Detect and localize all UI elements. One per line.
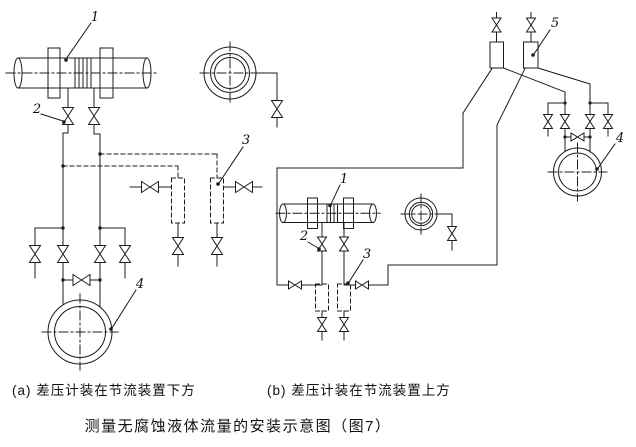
collector-vent-valve-icon <box>526 17 536 33</box>
shutoff-valve-icon <box>560 114 570 129</box>
condenser-pots-b <box>276 280 389 341</box>
callout-orifice-a: 1 <box>64 10 99 62</box>
callout-orifice-b: 1 <box>328 172 348 208</box>
callout-collector-b-label: 5 <box>551 16 559 31</box>
caption-a: (a) 差压计装在节流装置下方 <box>12 383 196 398</box>
callout-pot-a-label: 3 <box>242 133 250 148</box>
pipe-cross-section-a <box>199 41 283 128</box>
callout-gauge-b-label: 4 <box>615 131 624 146</box>
tap-valves-a <box>62 87 100 135</box>
callout-collector-b: 5 <box>531 16 559 57</box>
shutoff-valve-icon <box>57 245 69 263</box>
callout-tap-valve-b-label: 2 <box>299 229 308 244</box>
tap-valves-b <box>317 222 349 286</box>
vent-valve-icon <box>447 226 457 241</box>
pipe-cross-section-b <box>400 193 457 251</box>
pot-fill-valve-icon <box>235 181 253 193</box>
gauge-manifold-b <box>543 101 613 153</box>
gauge-manifold-a <box>29 226 131 308</box>
callout-pot-b-label: 3 <box>363 247 371 262</box>
callout-tap-valve-a-label: 2 <box>32 102 41 117</box>
pot-drain-valve-icon <box>172 237 184 255</box>
diagram-a: 1 2 3 4 <box>5 10 283 371</box>
callout-gauge-b: 4 <box>595 131 624 171</box>
callout-pot-a: 3 <box>216 133 250 186</box>
drain-valve-icon <box>543 114 553 129</box>
callout-orifice-b-label: 1 <box>340 172 348 187</box>
impulse-lines-b <box>276 67 526 286</box>
pot-drain-valve-icon <box>339 317 349 332</box>
callout-tap-valve-b: 2 <box>299 229 321 251</box>
tap-valve-icon <box>88 107 100 125</box>
drain-valve-icon <box>119 245 131 263</box>
dp-gauge-a <box>41 293 119 371</box>
callout-tap-valve-a: 2 <box>32 102 66 124</box>
impulse-lines-a <box>61 132 218 246</box>
equalizing-valve-icon <box>570 132 585 142</box>
callout-gauge-a-label: 4 <box>135 277 144 292</box>
figure-title: 测量无腐蚀液体流量的安装示意图（图7） <box>85 417 392 435</box>
orifice-assembly-b <box>275 197 381 229</box>
callout-gauge-a: 4 <box>109 277 144 331</box>
pot-fill-valve-icon <box>355 280 369 290</box>
condenser-pots-a <box>129 177 263 267</box>
pot-fill-valve-icon <box>141 181 159 193</box>
gas-collectors-b <box>489 12 591 104</box>
tap-valve-icon <box>339 236 349 252</box>
callout-orifice-a-label: 1 <box>91 10 99 25</box>
drain-valve-icon <box>29 245 41 263</box>
callout-pot-b: 3 <box>346 247 371 285</box>
caption-b: (b) 差压计装在节流装置上方 <box>267 383 451 398</box>
pot-fill-valve-icon <box>288 280 302 290</box>
equalizing-valve-icon <box>72 274 91 286</box>
pot-drain-valve-icon <box>317 317 327 332</box>
drain-valve-icon <box>603 114 613 129</box>
orifice-assembly-a <box>5 47 159 99</box>
shutoff-valve-icon <box>585 114 595 129</box>
collector-vent-valve-icon <box>491 17 502 33</box>
diagram-b: 1 2 3 4 5 <box>275 12 624 341</box>
dp-gauge-b <box>547 142 608 202</box>
shutoff-valve-icon <box>94 245 106 263</box>
pot-drain-valve-icon <box>211 237 223 255</box>
vent-valve-icon <box>271 100 283 118</box>
